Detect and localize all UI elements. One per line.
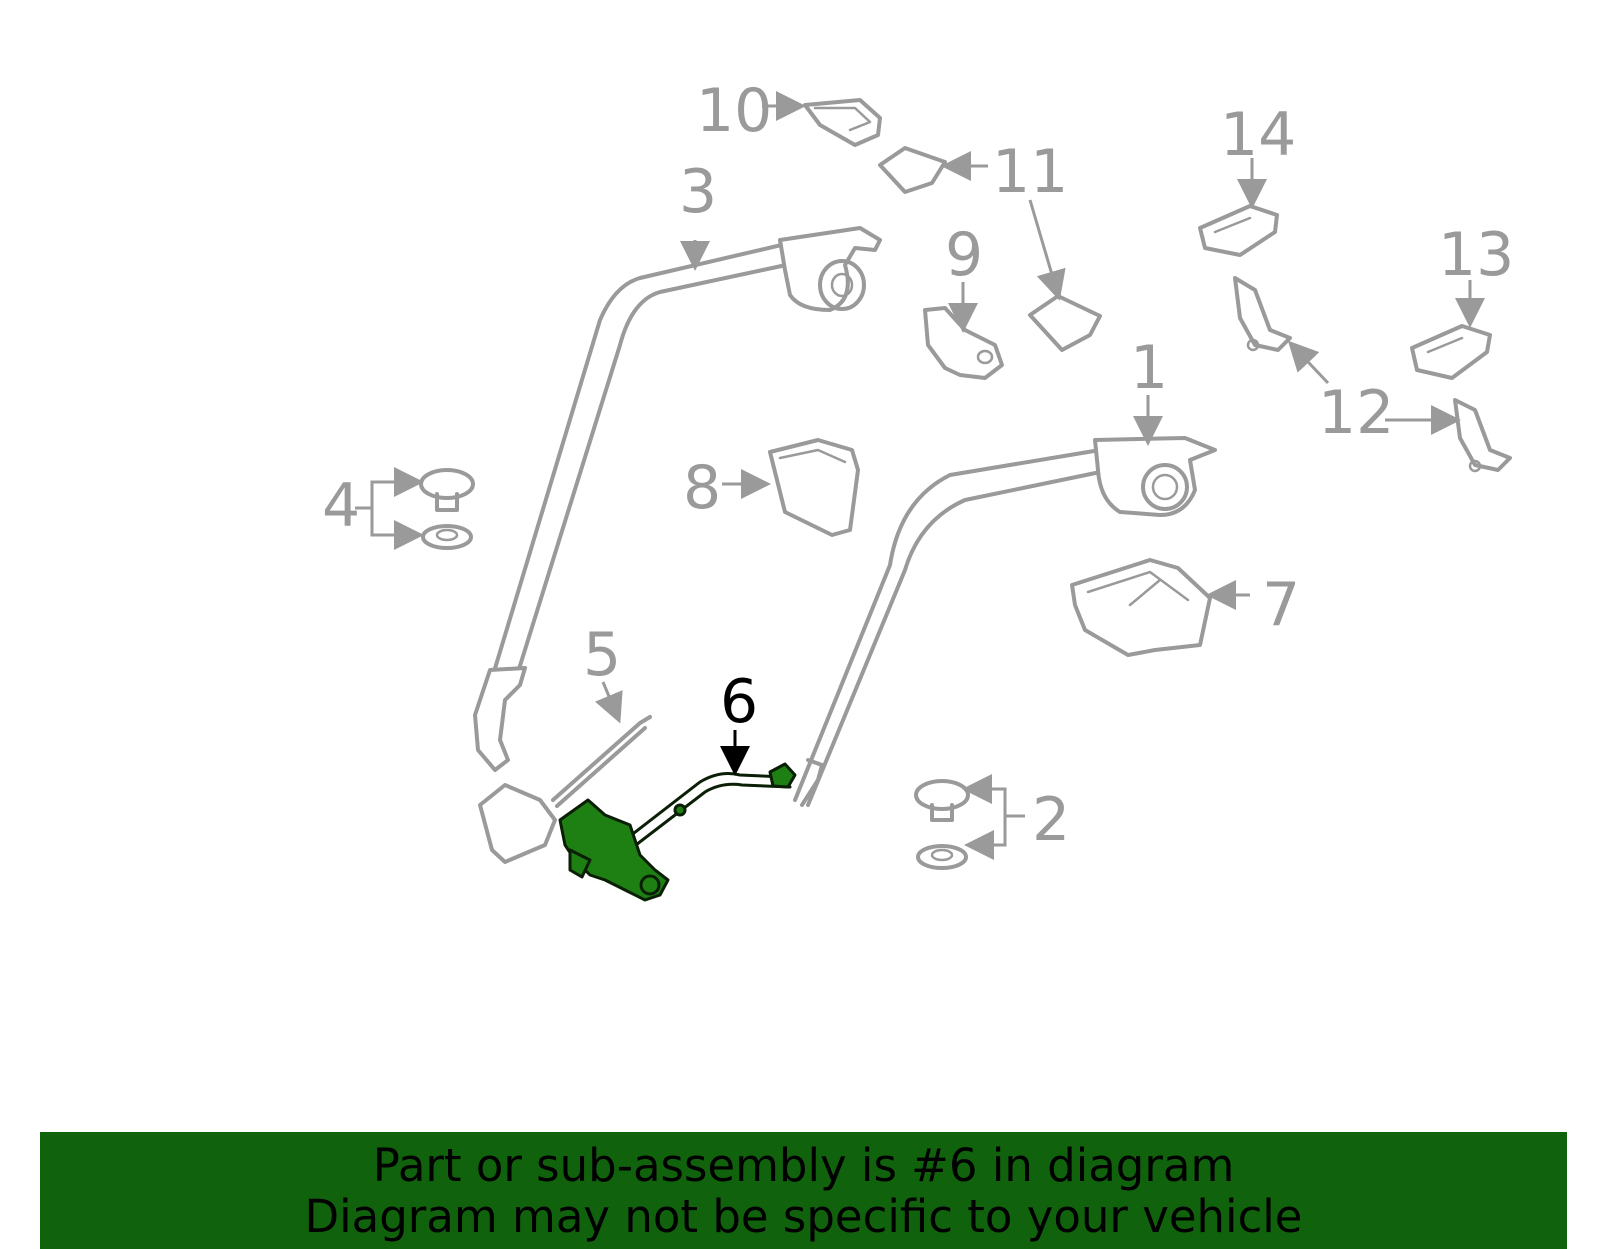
callout-13: 13 [1438, 220, 1514, 290]
callout-6: 6 [720, 667, 758, 737]
banner-line-2: Diagram may not be specific to your vehi… [304, 1189, 1303, 1243]
part-6-highlighted-assembly [558, 762, 797, 902]
part-4-clip-and-washer [419, 468, 475, 550]
callout-11: 11 [992, 137, 1068, 207]
banner-line-1: Part or sub-assembly is #6 in diagram [372, 1138, 1235, 1192]
part-5-buckle-wire [478, 715, 652, 864]
part-14-cover [1198, 204, 1279, 257]
callout-2: 2 [1032, 785, 1070, 855]
callout-10: 10 [696, 76, 772, 146]
leader-lines [355, 91, 1485, 860]
part-12-bracket-upper [1233, 276, 1292, 352]
callout-9: 9 [945, 220, 983, 290]
callout-1: 1 [1130, 333, 1168, 403]
callout-8: 8 [683, 453, 721, 523]
part-11-cap-lower [1028, 294, 1102, 352]
part-8-bezel [768, 438, 860, 537]
callout-4: 4 [322, 471, 360, 541]
part-12-bracket-lower [1453, 398, 1512, 473]
info-banner: Part or sub-assembly is #6 in diagram Di… [40, 1132, 1567, 1249]
callout-12: 12 [1318, 378, 1394, 448]
part-2-clip-and-washer [914, 779, 970, 870]
part-7-bezel [1070, 558, 1212, 657]
callout-3: 3 [679, 157, 717, 227]
part-1-seat-belt-right [793, 436, 1217, 807]
part-13-cover [1410, 324, 1492, 380]
parts-diagram: 10 11 3 14 13 9 1 12 8 4 7 5 6 2 [322, 76, 1514, 902]
callout-5: 5 [583, 620, 621, 690]
callout-7: 7 [1262, 570, 1300, 640]
callout-14: 14 [1220, 100, 1296, 170]
part-11-cap-upper [878, 146, 947, 194]
part-10-trim-cover [803, 98, 882, 147]
part-3-seat-belt-left [473, 226, 882, 772]
